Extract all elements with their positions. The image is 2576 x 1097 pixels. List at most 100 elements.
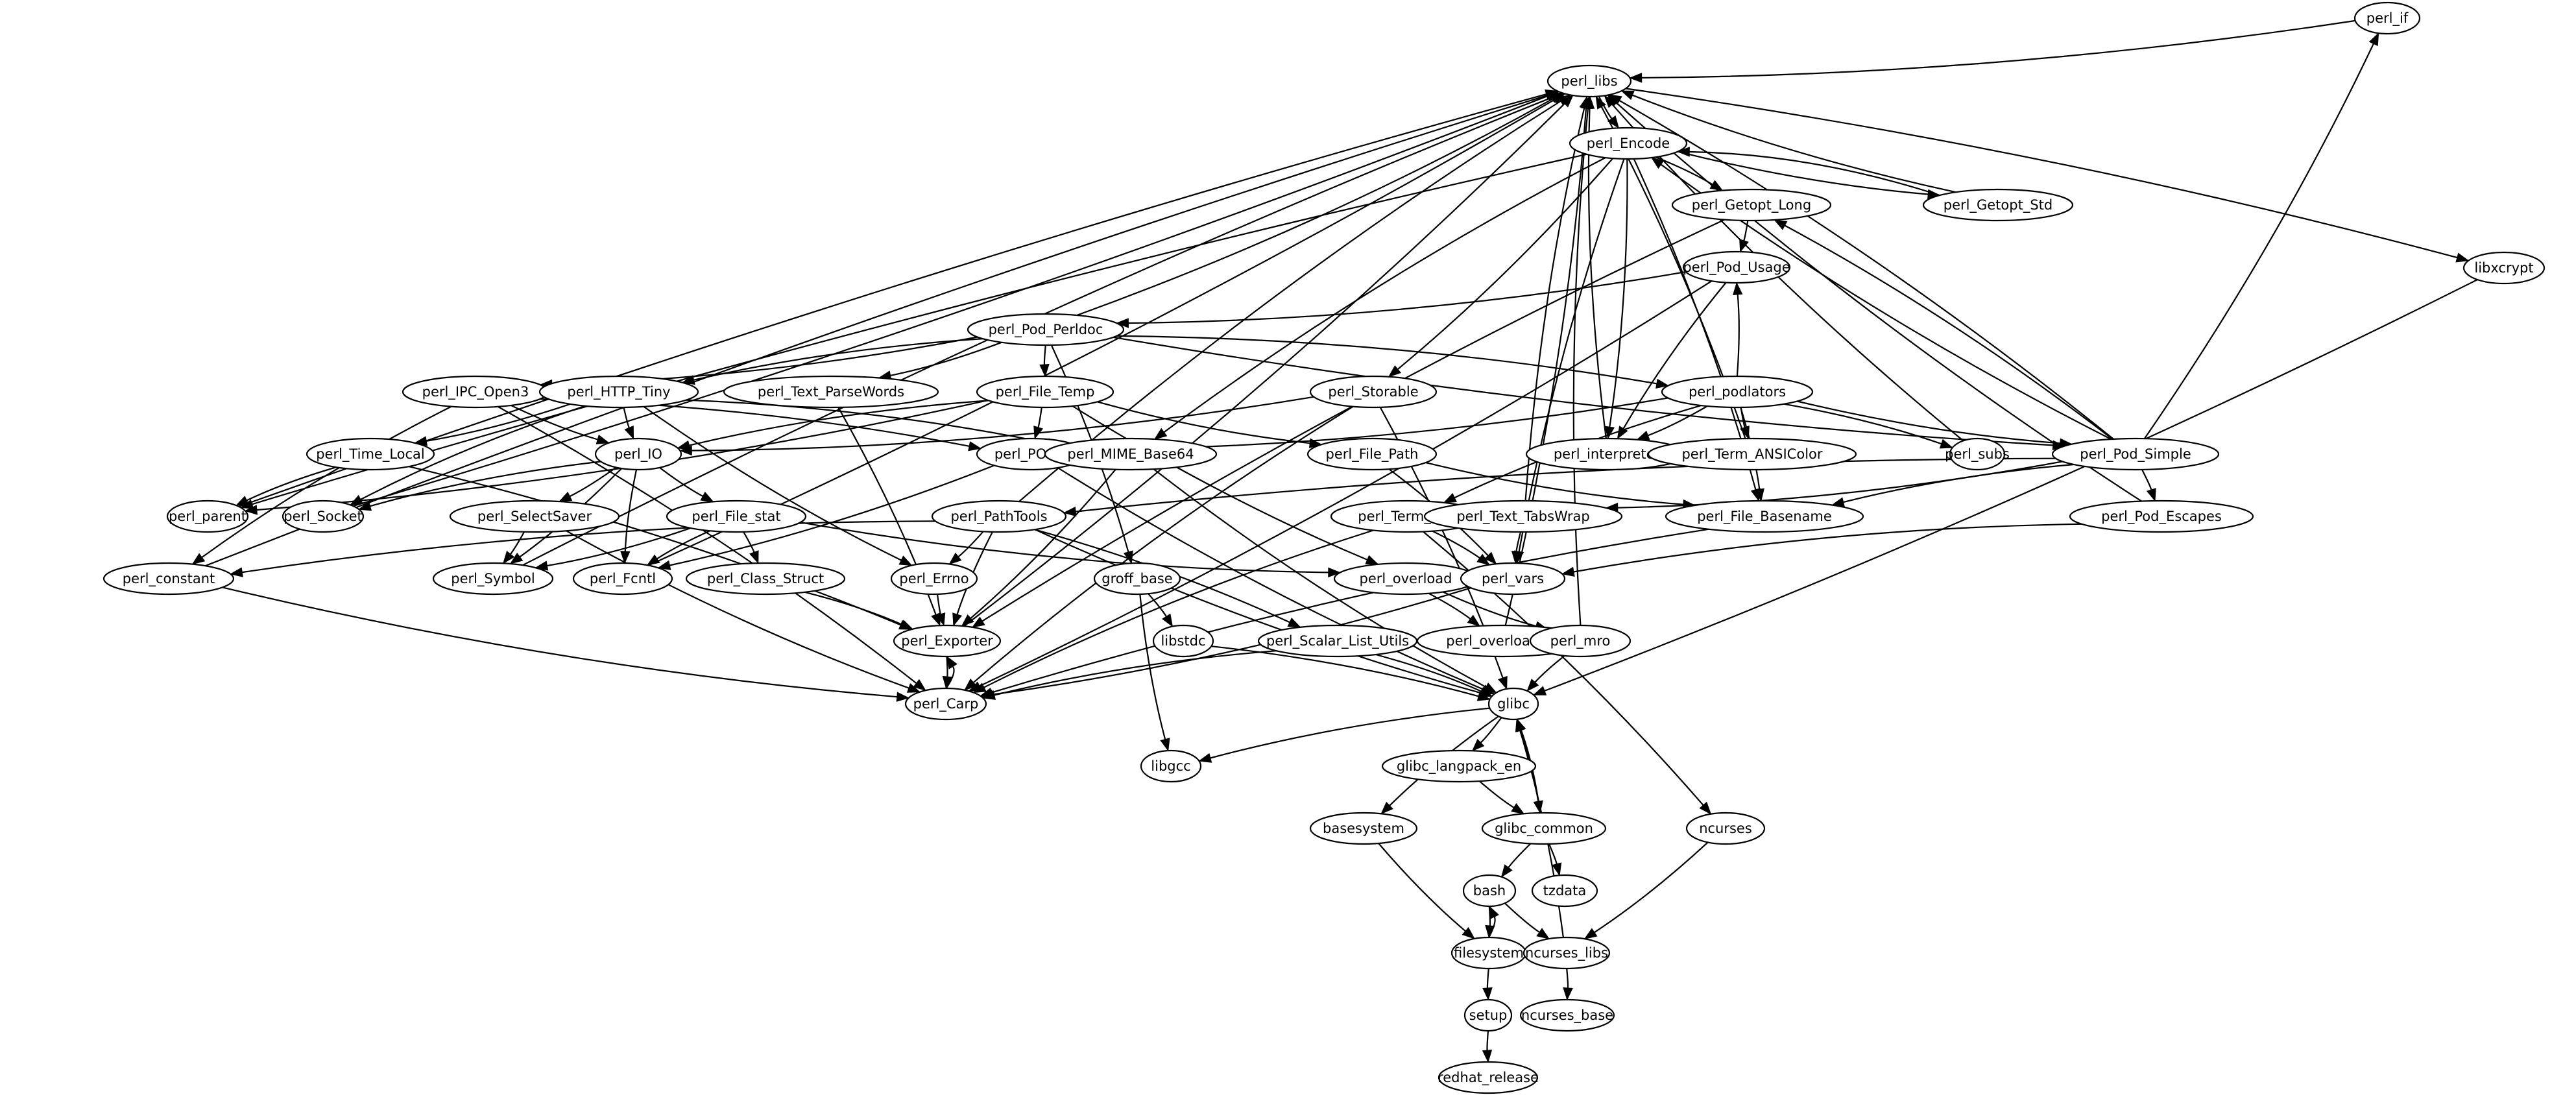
node-ellipse [594,437,682,471]
arrowhead-icon [1160,738,1170,752]
edge-bash-to-ncurses_libs [1504,902,1540,933]
edge-perl_File_Basename-to-perl_Carp [991,528,1709,693]
graph-node-perl-pod-escapes[interactable]: perl_Pod_Escapes [2069,500,2254,533]
graph-node-tzdata[interactable]: tzdata [1531,874,1598,908]
arrowhead-icon [1498,675,1508,690]
edge-perl_HTTP_Tiny-to-perl_IO [623,407,630,428]
graph-node-bash[interactable]: bash [1462,874,1517,908]
edge-perl_Pod_Perldoc-to-perl_Pod_Simple [1113,336,2053,446]
edge-perl_Class_Struct-to-perl_Exporter [804,591,902,625]
arrowhead-icon [1511,550,1522,564]
graph-node-ncurses-libs[interactable]: ncurses_libs [1523,936,1611,970]
graph-node-ncurses-base[interactable]: ncurses_base [1519,998,1615,1032]
graph-node-perl-libs[interactable]: perl_libs [1547,64,1632,98]
graph-node-perl-overload[interactable]: perl_overload [1333,562,1478,596]
node-label: perl_Errno [899,571,969,587]
edge-perl_File_stat-to-perl_Symbol [547,527,691,567]
node-label: perl_mro [1550,633,1611,649]
node-ellipse [1460,562,1566,596]
edge-perl_Scalar_List_Utils-to-perl_Carp [994,650,1277,696]
graph-node-basesystem[interactable]: basesystem [1309,812,1418,845]
arrowhead-icon [1116,318,1129,328]
graph-node-perl-pod-perldoc[interactable]: perl_Pod_Perldoc [967,313,1125,346]
graph-node-filesystem[interactable]: filesystem [1451,936,1527,970]
arrowhead-icon [1699,801,1712,815]
graph-node-perl-pod-simple[interactable]: perl_Pod_Simple [2051,437,2220,471]
graph-node-perl-file-basename[interactable]: perl_File_Basename [1665,500,1864,533]
arrowhead-icon [1620,90,1635,101]
graph-node-perl-socket[interactable]: perl_Socket [282,500,365,533]
graph-node-perl-http-tiny[interactable]: perl_HTTP_Tiny [538,375,699,409]
graph-node-perl-getopt-long[interactable]: perl_Getopt_Long [1671,188,1832,222]
arrowhead-icon [1476,553,1491,566]
node-ellipse [1309,375,1438,409]
graph-node-perl-encode[interactable]: perl_Encode [1569,127,1688,160]
graph-node-perl-exporter[interactable]: perl_Exporter [893,624,1002,658]
edge-perl_IO-to-perl_File_stat [659,466,704,497]
graph-node-libxcrypt[interactable]: libxcrypt [2462,251,2546,285]
graph-node-perl-file-stat[interactable]: perl_File_stat [666,500,807,533]
node-ellipse [1647,437,1857,471]
graph-node-glibc[interactable]: glibc [1487,687,1539,721]
node-label: perl_Exporter [901,633,993,649]
edge-glibc_langpack_en-to-glibc_common [1478,780,1515,808]
graph-node-perl-vars[interactable]: perl_vars [1460,562,1566,596]
graph-node-perl-io[interactable]: perl_IO [594,437,682,471]
edge-perl_constant-to-perl_libs [205,94,1548,567]
graph-node-perl-pod-usage[interactable]: perl_Pod_Usage [1682,250,1791,284]
graph-node-perl-mro[interactable]: perl_mro [1529,624,1631,658]
edge-perl_vars-to-perl_Carp [992,587,1471,695]
edge-perl_SelectSaver-to-perl_Carp [566,530,909,689]
graph-node-redhat-release[interactable]: redhat_release [1438,1061,1539,1094]
arrowhead-icon [946,655,957,669]
node-ellipse [2353,1,2421,35]
arrowhead-icon [948,552,962,565]
graph-node-setup[interactable]: setup [1463,998,1513,1032]
graph-node-perl-text-parsewords[interactable]: perl_Text_ParseWords [723,375,939,409]
edge-perl_Pod_Escapes-to-perl_vars [1573,523,2082,573]
node-ellipse [1423,500,1623,533]
node-label: perl_File_Basename [1697,509,1832,525]
graph-node-perl-fcntl[interactable]: perl_Fcntl [572,562,673,596]
arrowhead-icon [1467,614,1481,627]
node-label: perl_Getopt_Long [1692,197,1811,213]
graph-node-perl-storable[interactable]: perl_Storable [1309,375,1438,409]
graph-node-glibc-langpack-en[interactable]: glibc_langpack_en [1381,749,1537,783]
graph-node-perl-subs[interactable]: perl_subs [1945,437,2010,471]
graph-node-ncurses[interactable]: ncurses [1685,812,1766,845]
graph-node-perl-file-temp[interactable]: perl_File_Temp [976,375,1114,409]
graph-node-perl-scalar-list-utils[interactable]: perl_Scalar_List_Utils [1257,624,1418,658]
graph-node-perl-podlators[interactable]: perl_podlators [1661,375,1814,409]
arrowhead-icon [1561,566,1575,577]
graph-node-perl-text-tabswrap[interactable]: perl_Text_TabsWrap [1423,500,1623,533]
graph-node-libgcc[interactable]: libgcc [1140,749,1202,783]
graph-node-libstdc[interactable]: libstdc [1152,624,1214,658]
edge-perl_Encode-to-perl_Getopt_Std [1678,151,1929,195]
graph-node-glibc-common[interactable]: glibc_common [1481,812,1607,845]
graph-node-perl-constant[interactable]: perl_constant [102,562,235,596]
node-label: groff_base [1101,571,1172,587]
node-label: perl_if [2366,10,2409,27]
graph-node-perl-ipc-open3[interactable]: perl_IPC_Open3 [402,375,549,409]
graph-node-perl-term-ansicolor[interactable]: perl_Term_ANSIColor [1647,437,1857,471]
graph-node-groff-base[interactable]: groff_base [1093,562,1181,596]
graph-node-perl-file-path[interactable]: perl_File_Path [1306,437,1438,471]
arrowhead-icon [2455,252,2470,263]
edge-perl_File_Temp-to-perl_overload [1072,405,1368,561]
graph-node-perl-mime-base64[interactable]: perl_MIME_Base64 [1044,437,1218,471]
edge-perl_Encode-to-perl_MIME_Base64 [1163,157,1606,433]
graph-node-perl-carp[interactable]: perl_Carp [904,687,987,721]
graph-node-perl-selectsaver[interactable]: perl_SelectSaver [449,500,620,533]
graph-node-perl-parent[interactable]: perl_parent [166,500,249,533]
edge-libxcrypt-to-glibc [1544,279,2478,692]
graph-node-perl-errno[interactable]: perl_Errno [890,562,978,596]
graph-node-perl-class-struct[interactable]: perl_Class_Struct [685,562,846,596]
graph-node-perl-interpreter[interactable]: perl_interpreter [1525,437,1689,471]
graph-node-perl-time-local[interactable]: perl_Time_Local [306,437,435,471]
arrowhead-icon [1607,94,1620,107]
graph-node-perl-if[interactable]: perl_if [2353,1,2421,35]
graph-node-perl-pathtools[interactable]: perl_PathTools [931,500,1067,533]
graph-node-perl-symbol[interactable]: perl_Symbol [432,562,554,596]
edge-perl_Fcntl-to-perl_libs [648,99,1556,566]
graph-node-perl-getopt-std[interactable]: perl_Getopt_Std [1922,188,2074,222]
